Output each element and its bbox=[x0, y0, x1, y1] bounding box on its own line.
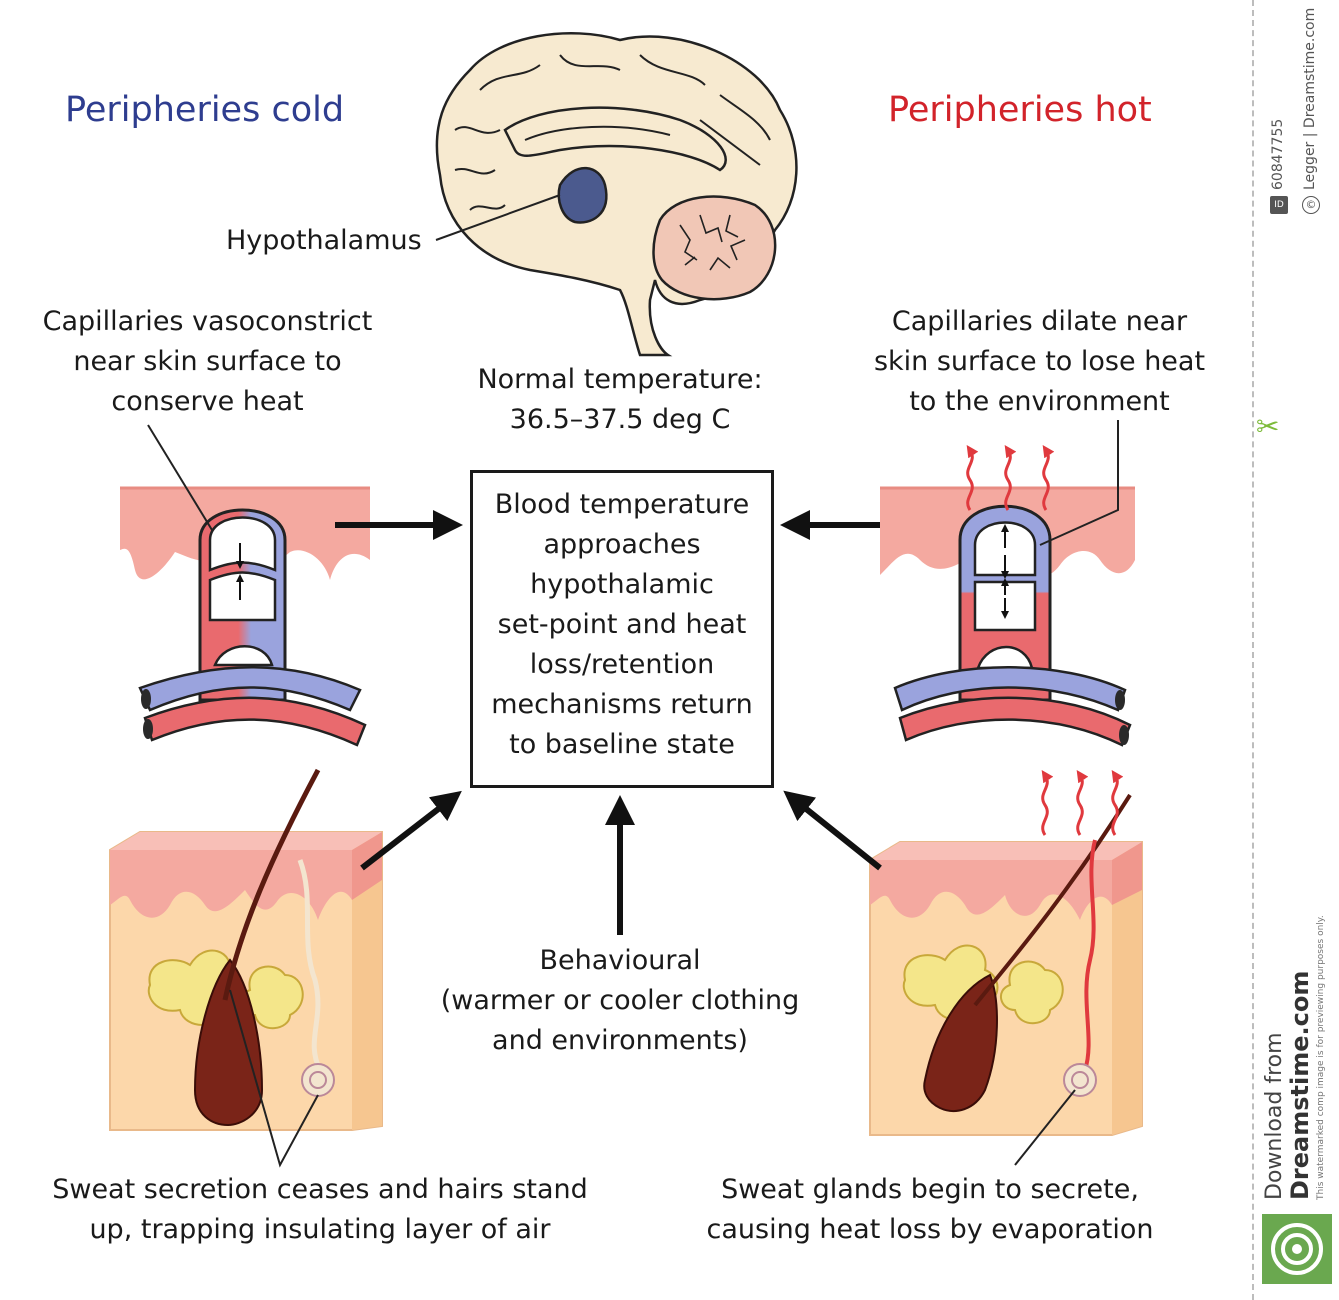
watermark-sidebar: ID 60847755 © Legger | Dreamstime.com ✂ … bbox=[1252, 0, 1339, 1300]
normal-temperature-line-2: 36.5–37.5 deg C bbox=[509, 404, 731, 435]
label-normal-temperature: Normal temperature: 36.5–37.5 deg C bbox=[440, 360, 800, 440]
behavioural-line-2: (warmer or cooler clothing bbox=[440, 985, 800, 1016]
center-line-4: set-point and heat bbox=[497, 609, 747, 640]
center-line-7: to baseline state bbox=[509, 729, 735, 760]
center-line-3: hypothalamic bbox=[530, 569, 714, 600]
cold-capillary-pointer bbox=[147, 424, 213, 531]
hot-capillaries-line-3: to the environment bbox=[909, 386, 1170, 417]
hot-capillary-pointer bbox=[1039, 420, 1119, 546]
copyright-icon: © bbox=[1302, 196, 1320, 214]
hot-sweat-line-1: Sweat glands begin to secrete, bbox=[721, 1174, 1139, 1205]
cold-capillaries-line-2: near skin surface to bbox=[73, 346, 342, 377]
center-line-5: loss/retention bbox=[529, 649, 715, 680]
dreamstime-site-text: Dreamstime.com bbox=[1286, 970, 1314, 1200]
hot-capillaries-line-1: Capillaries dilate near bbox=[891, 306, 1188, 337]
heading-peripheries-hot: Peripheries hot bbox=[888, 90, 1152, 130]
hot-sweat-line-2: causing heat loss by evaporation bbox=[706, 1214, 1154, 1245]
cold-capillaries-line-1: Capillaries vasoconstrict bbox=[42, 306, 373, 337]
label-hypothalamus: Hypothalamus bbox=[226, 225, 422, 256]
center-line-1: Blood temperature bbox=[494, 489, 750, 520]
cold-sweat-line-2: up, trapping insulating layer of air bbox=[89, 1214, 551, 1245]
id-badge: ID bbox=[1270, 196, 1288, 214]
brain-illustration bbox=[435, 32, 798, 357]
center-line-6: mechanisms return bbox=[491, 689, 753, 720]
label-cold-sweat: Sweat secretion ceases and hairs stand u… bbox=[30, 1170, 610, 1250]
cold-capillaries-line-3: conserve heat bbox=[111, 386, 304, 417]
center-box bbox=[470, 470, 774, 788]
download-from-text: Download from bbox=[1262, 1032, 1287, 1200]
scissors-icon: ✂ bbox=[1256, 410, 1280, 443]
behavioural-line-3: and environments) bbox=[492, 1025, 748, 1056]
cold-sweat-pointers bbox=[229, 989, 319, 1168]
label-behavioural: Behavioural (warmer or cooler clothing a… bbox=[420, 941, 820, 1061]
hot-capillaries-line-2: skin surface to lose heat bbox=[873, 346, 1206, 377]
hot-capillary-illustration bbox=[880, 445, 1135, 747]
dreamstime-logo-icon bbox=[1262, 1214, 1332, 1284]
hot-skin-section-illustration bbox=[869, 770, 1143, 1136]
behavioural-line-1: Behavioural bbox=[539, 945, 701, 976]
center-line-2: approaches bbox=[543, 529, 701, 560]
thermoregulation-diagram bbox=[109, 32, 1143, 1168]
label-hot-sweat: Sweat glands begin to secrete, causing h… bbox=[690, 1170, 1170, 1250]
heading-peripheries-cold: Peripheries cold bbox=[65, 90, 345, 130]
cold-skin-section-illustration bbox=[109, 768, 383, 1131]
arrow-hot-skin-to-center bbox=[783, 790, 882, 871]
normal-temperature-line-1: Normal temperature: bbox=[477, 364, 763, 395]
arrow-cold-skin-to-center bbox=[360, 790, 462, 871]
hypothalamus-pointer bbox=[435, 194, 561, 241]
image-id: 60847755 bbox=[1270, 118, 1286, 190]
label-hot-capillaries: Capillaries dilate near skin surface to … bbox=[862, 302, 1217, 422]
label-center-outcome: Blood temperature approaches hypothalami… bbox=[470, 485, 774, 765]
credit-text: Legger | Dreamstime.com bbox=[1302, 7, 1318, 190]
preview-note: This watermarked comp image is for previ… bbox=[1316, 915, 1326, 1200]
label-cold-capillaries: Capillaries vasoconstrict near skin surf… bbox=[20, 302, 395, 422]
cold-capillary-illustration bbox=[120, 486, 370, 747]
hot-sweat-pointer bbox=[1014, 1089, 1076, 1166]
cold-sweat-line-1: Sweat secretion ceases and hairs stand bbox=[52, 1174, 588, 1205]
